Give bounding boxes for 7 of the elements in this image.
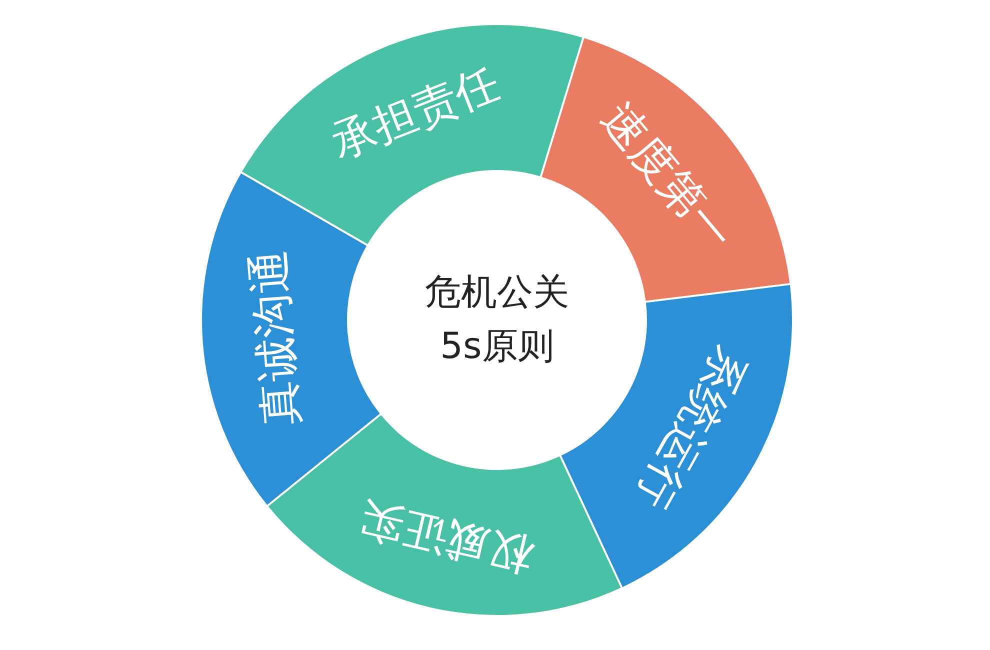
segment-label: 真诚沟通	[242, 248, 308, 428]
segment-label: 承担责任	[324, 57, 507, 169]
segment-label: 权威证实	[355, 492, 538, 582]
donut-segment	[242, 25, 582, 244]
center-title: 危机公关5s原则	[424, 271, 570, 369]
segment-label: 系统运行	[626, 338, 757, 518]
segment-label: 速度第一	[591, 93, 744, 261]
